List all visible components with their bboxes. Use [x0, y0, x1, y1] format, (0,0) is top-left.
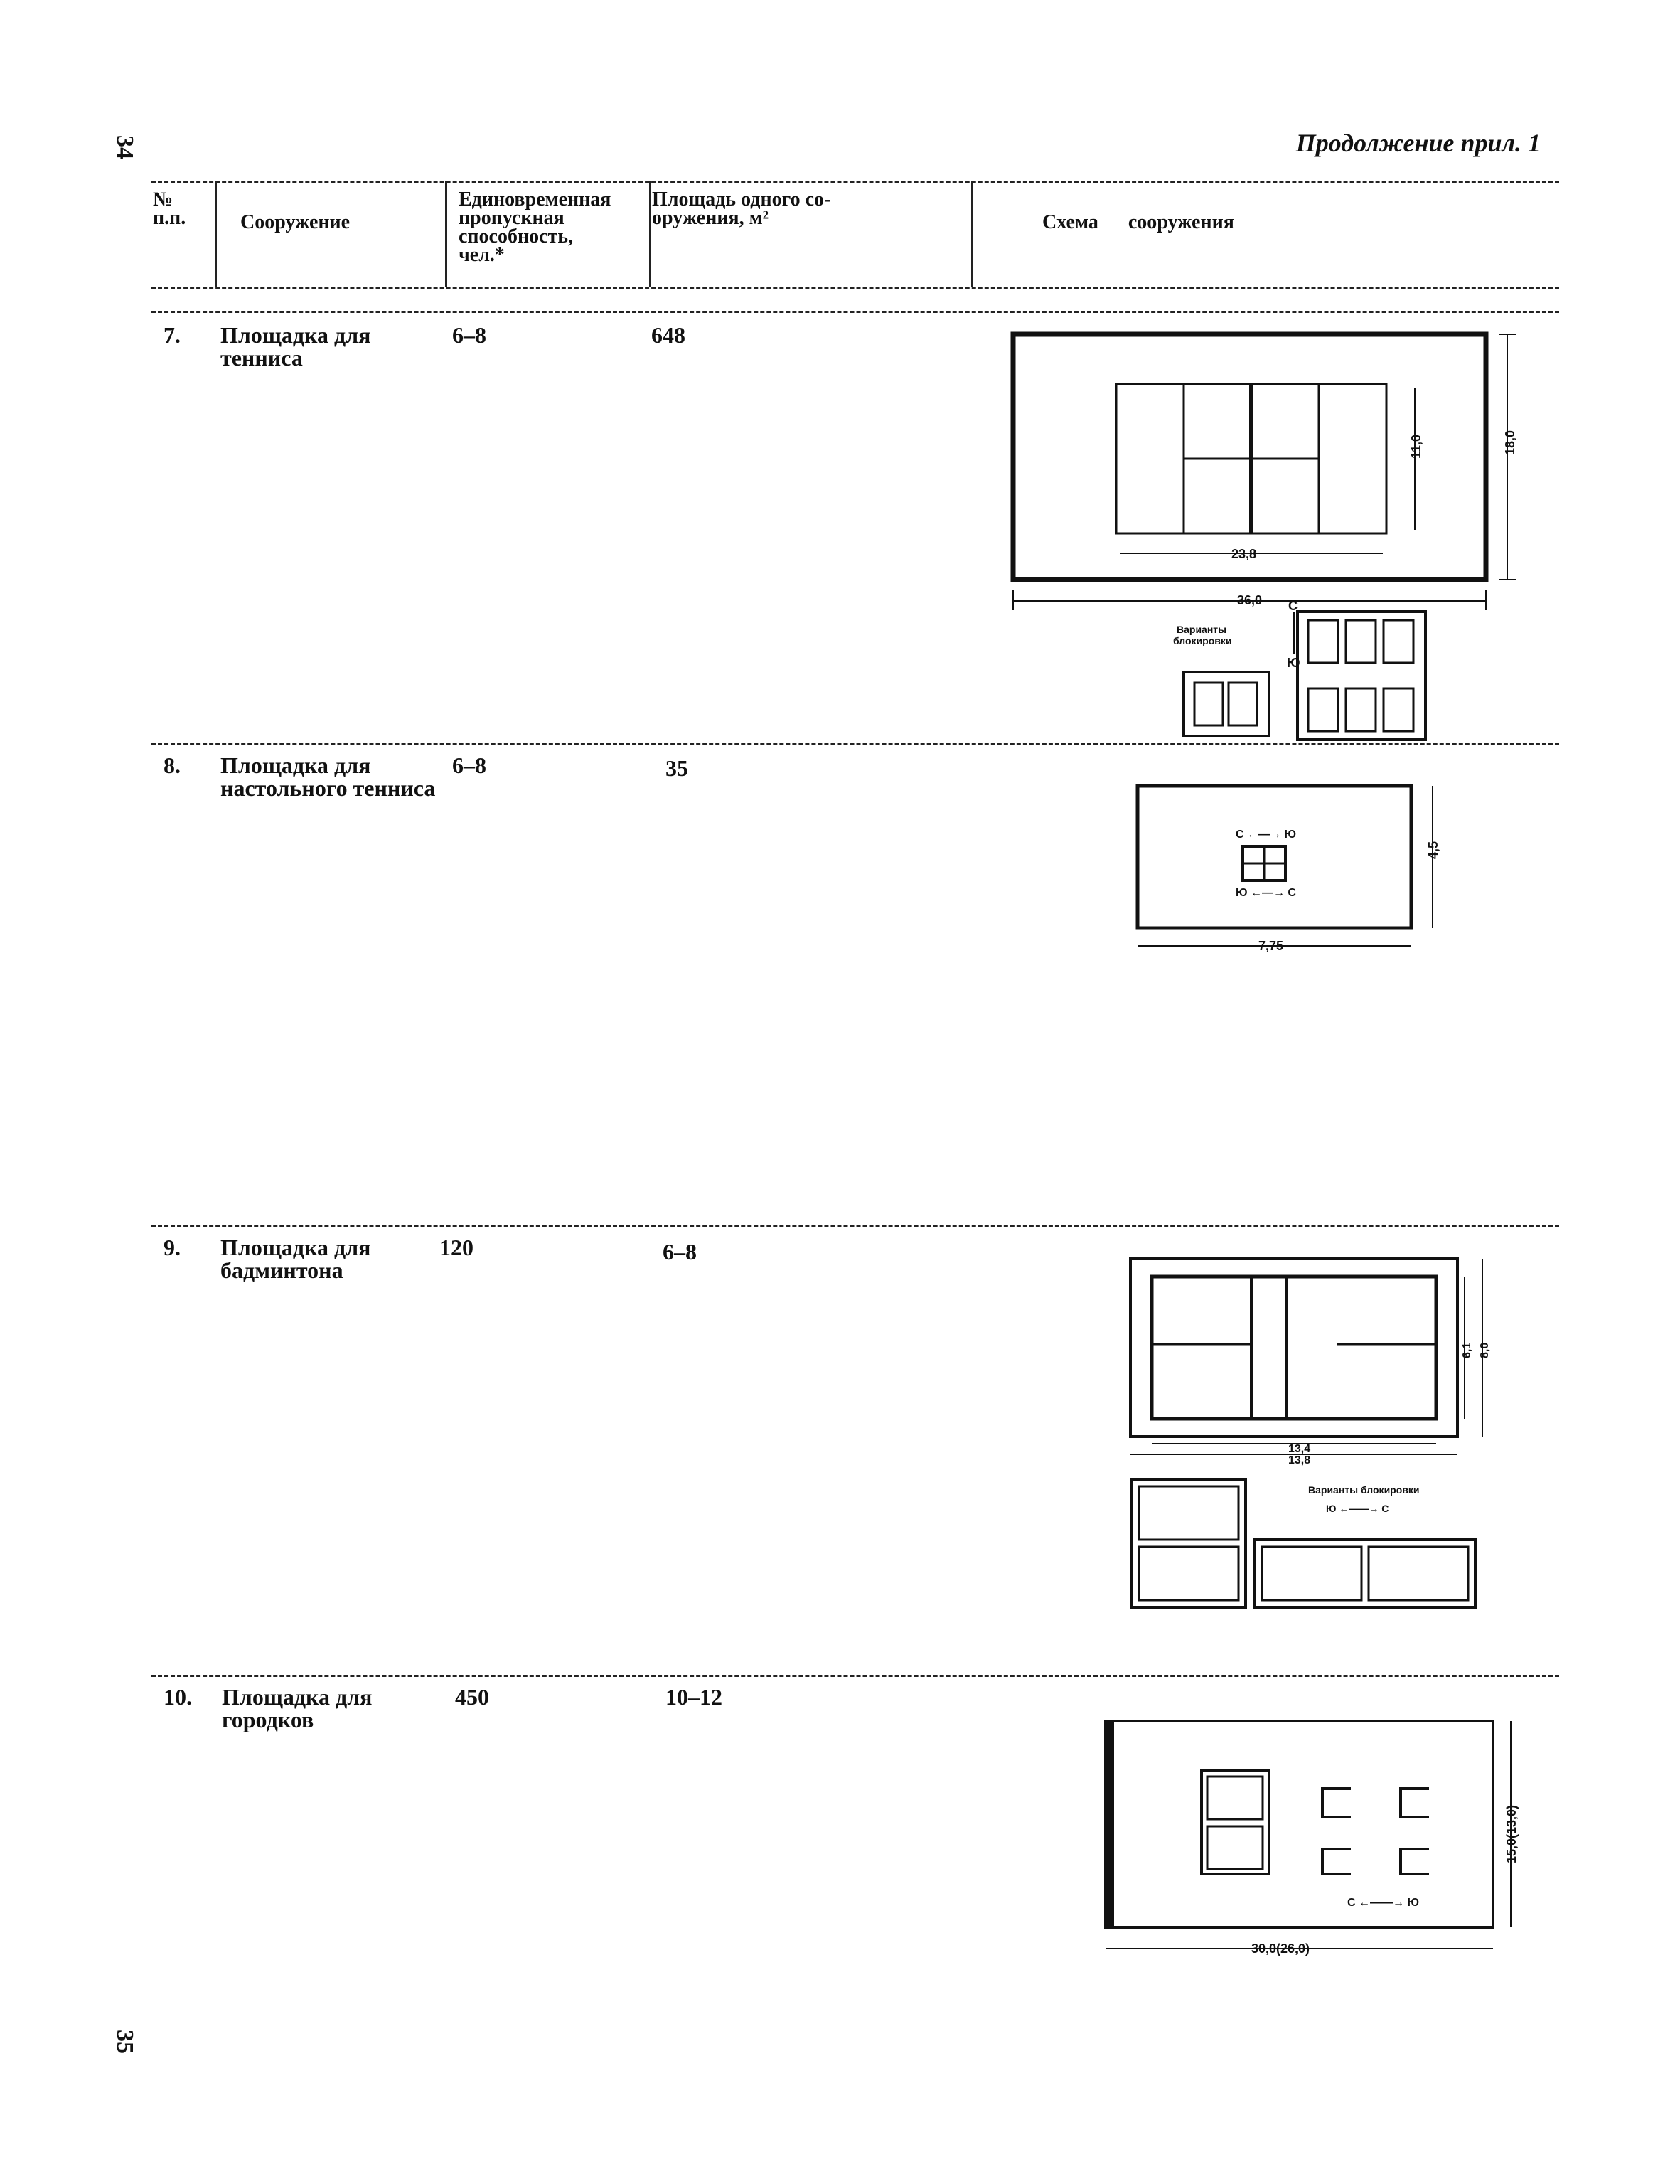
header-bottom-rule [151, 287, 1559, 289]
row-rule-8 [151, 743, 1559, 745]
header-area: Площадь одного со-оружения, м² [652, 188, 831, 229]
row-10-capacity: 450 [455, 1684, 489, 1710]
col-divider-2 [445, 181, 447, 287]
tennis-south-label: Ю [1287, 656, 1300, 670]
badminton-arrow: Ю ←——→ С [1326, 1503, 1389, 1514]
table-tennis-width-label: 7,75 [1258, 939, 1283, 953]
badminton-inner-width-label: 13,4 [1288, 1443, 1310, 1455]
table-tennis-diagram: С ←—→ Ю Ю ←—→ С 7,75 4,5 [1135, 784, 1440, 953]
row-10-area: 10–12 [665, 1684, 722, 1710]
header-structure: Сооружение [240, 211, 351, 233]
row-rule-10 [151, 1675, 1559, 1677]
col-divider-3 [649, 181, 651, 287]
continuation-label: Продолжение прил. 1 [1295, 129, 1541, 157]
page-number-bottom: 35 [112, 2030, 138, 2054]
row-7-area: 648 [651, 322, 685, 348]
header-scheme: Схема сооружения [1042, 211, 1234, 233]
row-9-area: 6–8 [663, 1239, 697, 1264]
gorodki-width-label: 30,0(26,0) [1251, 1941, 1310, 1956]
gorodki-arrow: С ←——→ Ю [1347, 1897, 1419, 1909]
gorodki-height-label: 15,0(13,0) [1504, 1805, 1519, 1863]
badminton-inner-height-label: 6,1 [1461, 1343, 1473, 1358]
table-tennis-top-arrow: С ←—→ Ю [1236, 829, 1296, 841]
row-8-area: 35 [665, 755, 688, 781]
row-10-num: 10. [164, 1684, 192, 1710]
tennis-width-label: 36,0 [1237, 593, 1262, 607]
badminton-variants-label: Варианты блокировки [1308, 1484, 1420, 1496]
badminton-outer-width-label: 13,8 [1288, 1454, 1310, 1466]
row-8-num: 8. [164, 752, 181, 778]
header-top-rule [151, 181, 1559, 183]
badminton-outer-height-label: 8,0 [1479, 1343, 1491, 1358]
row-8-capacity: 6–8 [452, 752, 486, 778]
tennis-court-height-label: 11,0 [1409, 435, 1423, 459]
col-divider-1 [215, 181, 217, 287]
tennis-variants-label-1: Варианты [1177, 624, 1226, 635]
row-rule-9 [151, 1225, 1559, 1227]
col-divider-4 [971, 181, 973, 287]
gorodki-diagram: С ←——→ Ю 30,0(26,0) 15,0(13,0) [1104, 1720, 1519, 1956]
header-bottom-rule-2 [151, 311, 1559, 313]
table-tennis-bottom-arrow: Ю ←—→ С [1236, 887, 1296, 899]
tennis-court-diagram: 23,8 11,0 36,0 18,0 С Ю Варианты блокиро… [1010, 331, 1517, 741]
page-number-top: 34 [112, 135, 138, 159]
tennis-north-label: С [1288, 599, 1298, 613]
tennis-court-width-label: 23,8 [1231, 547, 1256, 561]
table-tennis-height-label: 4,5 [1426, 841, 1440, 859]
tennis-variants-label-2: блокировки [1173, 635, 1232, 646]
row-7-capacity: 6–8 [452, 322, 486, 348]
tennis-height-label: 18,0 [1503, 430, 1517, 455]
badminton-diagram: 13,4 13,8 6,1 8,0 Варианты блокировки Ю … [1129, 1257, 1491, 1609]
row-9-num: 9. [164, 1235, 181, 1260]
row-9-capacity: 120 [439, 1235, 473, 1260]
row-7-num: 7. [164, 322, 181, 348]
